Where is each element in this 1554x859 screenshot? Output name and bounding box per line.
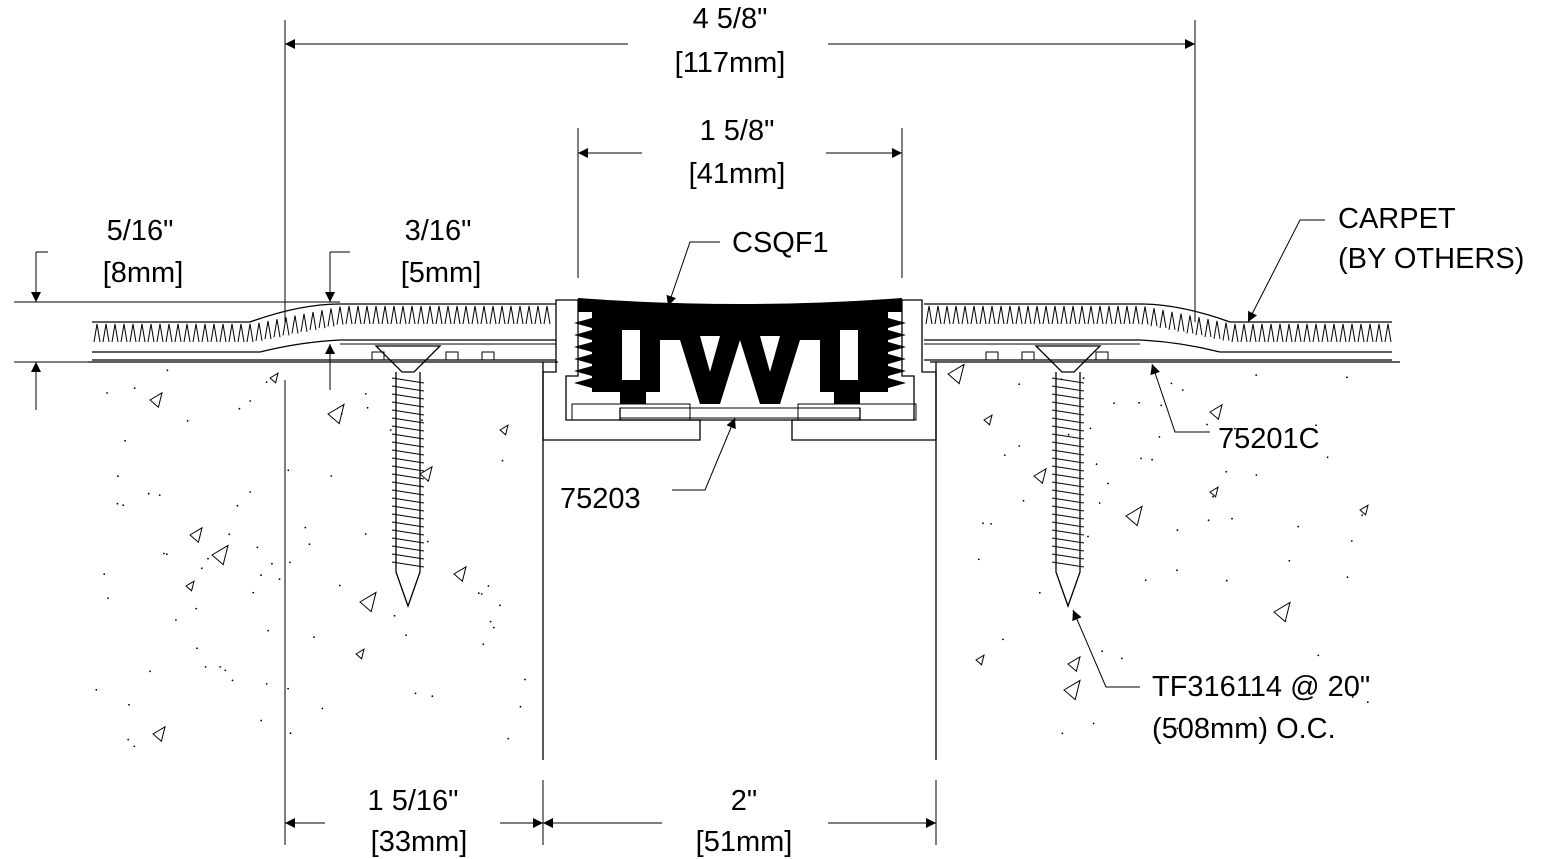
callout-fastener: TF316114 @ 20" (508mm) O.C. — [1072, 609, 1370, 745]
insert-width-imperial: 1 5/8" — [700, 115, 775, 147]
callout-carpet: CARPET (BY OTHERS) — [1247, 203, 1524, 323]
insert-csqf1 — [574, 298, 906, 404]
callout-csqf1: CSQF1 — [666, 227, 829, 307]
dimension-insert-width: 1 5/8" [41mm] — [577, 115, 903, 278]
dimension-ramp-height: 3/16" [5mm] — [325, 215, 482, 390]
callout-carpet-line1: CARPET — [1338, 203, 1456, 235]
ramp-height-imperial: 3/16" — [405, 215, 472, 247]
overall-width-metric: [117mm] — [675, 47, 786, 79]
concrete-aggregate-marks — [95, 363, 1369, 748]
carpet-left — [92, 303, 556, 361]
callout-fastener-line1: TF316114 @ 20" — [1152, 671, 1370, 703]
joint-gap-metric: [51mm] — [696, 826, 793, 858]
callout-fastener-line2: (508mm) O.C. — [1152, 713, 1336, 745]
callout-carpet-line2: (BY OTHERS) — [1338, 243, 1524, 275]
edge-offset-imperial: 1 5/16" — [368, 785, 459, 817]
base-plate-75203 — [619, 408, 861, 421]
carpet-height-imperial: 5/16" — [107, 215, 174, 247]
callout-75203: 75203 — [560, 417, 736, 515]
edge-offset-metric: [33mm] — [371, 826, 468, 858]
joint-gap-imperial: 2" — [731, 785, 757, 817]
callout-75203-label: 75203 — [560, 483, 641, 515]
carpet-right — [924, 303, 1392, 361]
fastener-right — [1034, 345, 1102, 608]
dimension-overall-width: 4 5/8" [117mm] — [284, 3, 1196, 322]
callout-csqf1-label: CSQF1 — [732, 227, 829, 259]
callout-75201c: 75201C — [1150, 363, 1320, 455]
ramp-height-metric: [5mm] — [401, 257, 482, 289]
overall-width-imperial: 4 5/8" — [693, 3, 768, 35]
dimension-carpet-height: 5/16" [8mm] — [14, 215, 340, 410]
fastener-left — [374, 345, 442, 608]
dimension-edge-offset: 1 5/16" [33mm] — [284, 380, 544, 858]
insert-width-metric: [41mm] — [689, 158, 786, 190]
callout-75201c-label: 75201C — [1218, 423, 1320, 455]
dimension-joint-gap: 2" [51mm] — [543, 780, 937, 858]
carpet-height-metric: [8mm] — [103, 257, 184, 289]
